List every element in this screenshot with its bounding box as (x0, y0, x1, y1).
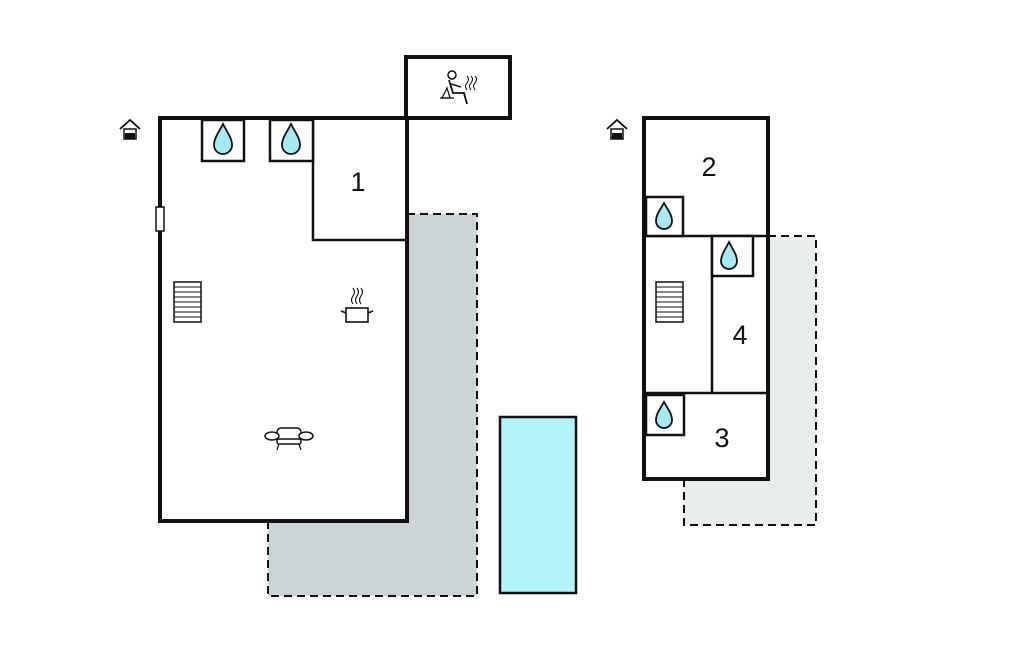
water-drop-icon (655, 400, 673, 429)
stairs-icon (655, 281, 684, 323)
water-drop-icon (281, 121, 301, 155)
sauna-icon (440, 70, 478, 105)
stairs-icon (173, 281, 202, 323)
sofa-icon (264, 427, 314, 451)
cooking-pot-icon (340, 287, 374, 323)
water-drop-icon (720, 239, 738, 270)
side-door (155, 206, 165, 232)
room-label-1: 1 (350, 167, 365, 197)
bathroom-box-4 (710, 234, 755, 278)
house-entrance-icon (119, 118, 141, 140)
sauna-room (404, 55, 512, 120)
house-entrance-icon (606, 118, 628, 140)
room-label-4: 4 (732, 320, 747, 350)
water-drop-icon (213, 121, 233, 155)
room-label-3: 3 (714, 423, 729, 453)
swimming-pool (498, 415, 578, 595)
room-label-2: 2 (701, 152, 716, 182)
water-drop-icon (655, 201, 673, 230)
